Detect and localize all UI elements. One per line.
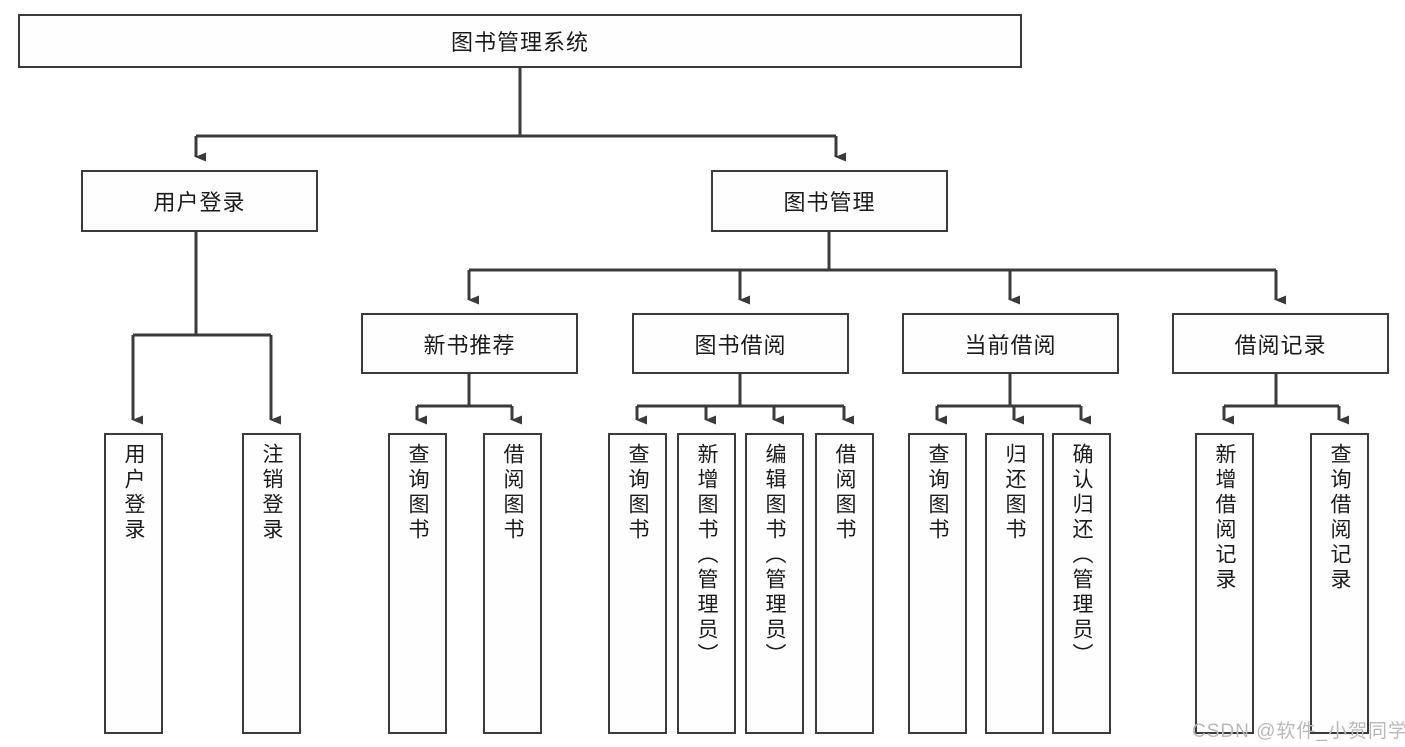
node-current-borrow-label: 当前借阅 xyxy=(964,332,1057,358)
leaf-label: 查询图书 xyxy=(626,443,649,543)
leaf-record-add[interactable]: 新增借阅记录 xyxy=(1195,433,1254,734)
node-book-management[interactable]: 图书管理 xyxy=(711,170,948,232)
node-root-label: 图书管理系统 xyxy=(450,30,589,55)
node-borrow-record[interactable]: 借阅记录 xyxy=(1172,313,1389,374)
leaf-user-login-login[interactable]: 用户登录 xyxy=(104,433,163,734)
leaf-label: 查询图书 xyxy=(406,443,429,543)
node-book-borrow-label: 图书借阅 xyxy=(694,332,787,358)
leaf-current-confirm-return[interactable]: 确认归还（管理员） xyxy=(1052,433,1111,734)
leaf-label: 借阅图书 xyxy=(833,443,856,543)
leaf-record-query[interactable]: 查询借阅记录 xyxy=(1310,433,1369,734)
node-user-login[interactable]: 用户登录 xyxy=(81,170,318,232)
leaf-current-query-book[interactable]: 查询图书 xyxy=(908,433,967,734)
leaf-new-book-borrow[interactable]: 借阅图书 xyxy=(483,433,542,734)
node-new-book-recommend-label: 新书推荐 xyxy=(423,332,516,358)
leaf-borrow-edit-book[interactable]: 编辑图书（管理员） xyxy=(745,433,804,734)
leaf-new-book-query[interactable]: 查询图书 xyxy=(388,433,447,734)
leaf-borrow-query-book[interactable]: 查询图书 xyxy=(608,433,667,734)
leaf-label: 用户登录 xyxy=(122,443,145,543)
node-new-book-recommend[interactable]: 新书推荐 xyxy=(361,313,578,374)
leaf-label: 查询图书 xyxy=(926,443,949,543)
leaf-label: 确认归还（管理员） xyxy=(1070,443,1093,668)
leaf-label: 查询借阅记录 xyxy=(1328,443,1351,593)
node-current-borrow[interactable]: 当前借阅 xyxy=(902,313,1119,374)
leaf-label: 新增借阅记录 xyxy=(1213,443,1236,593)
leaf-borrow-add-book[interactable]: 新增图书（管理员） xyxy=(677,433,736,734)
node-book-borrow[interactable]: 图书借阅 xyxy=(632,313,849,374)
leaf-current-return-book[interactable]: 归还图书 xyxy=(985,433,1044,734)
node-root[interactable]: 图书管理系统 xyxy=(18,14,1022,68)
leaf-label: 编辑图书（管理员） xyxy=(763,443,786,668)
node-borrow-record-label: 借阅记录 xyxy=(1234,332,1327,358)
node-book-management-label: 图书管理 xyxy=(783,190,876,215)
leaf-label: 注销登录 xyxy=(260,443,283,543)
leaf-label: 借阅图书 xyxy=(501,443,524,543)
leaf-label: 新增图书（管理员） xyxy=(695,443,718,668)
leaf-user-login-logout[interactable]: 注销登录 xyxy=(242,433,301,734)
node-user-login-label: 用户登录 xyxy=(153,190,246,215)
leaf-label: 归还图书 xyxy=(1003,443,1026,543)
leaf-borrow-borrow-book[interactable]: 借阅图书 xyxy=(815,433,874,734)
